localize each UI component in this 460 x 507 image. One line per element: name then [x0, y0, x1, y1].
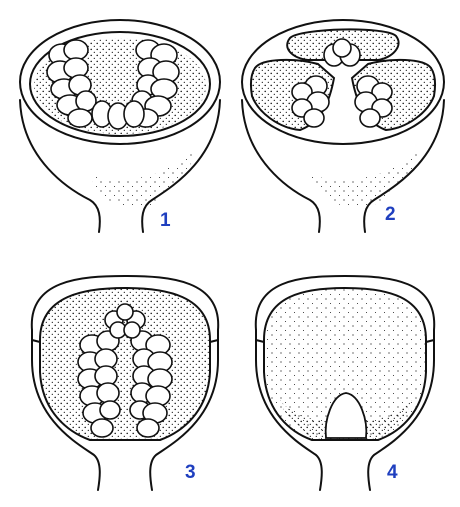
panel-label-2: 2: [385, 204, 396, 225]
ovary-rim-inner: [29, 31, 211, 137]
ovule-cluster-left: [77, 330, 121, 438]
panel-1: [19, 19, 221, 233]
ovary-wall-outer: [254, 274, 436, 491]
body-shading: [90, 150, 195, 208]
ovary-rim-outer: [19, 19, 221, 145]
panel-2: [241, 19, 445, 233]
ovary-wall-outer-left: [255, 329, 323, 491]
ovule-cluster-top: [104, 303, 146, 339]
ovule-cluster-right: [354, 75, 393, 128]
base-shading: [280, 400, 412, 440]
basal-ovule: [324, 392, 368, 439]
ovule-cluster-right: [129, 330, 173, 438]
ovary-wall-inner: [263, 286, 427, 441]
ovary-wall-outer: [30, 274, 220, 491]
ovule-cluster-left: [46, 39, 97, 128]
ovule-cluster-left: [291, 75, 330, 128]
ovule-cluster-right: [131, 39, 180, 128]
panel-label-3: 3: [185, 462, 196, 483]
ovary-rim-outer: [241, 19, 445, 145]
panel-label-1: 1: [160, 210, 171, 231]
ovule-cluster-bottom: [91, 100, 145, 130]
ovary-wall-outer: [19, 99, 101, 233]
panel-4: [254, 274, 436, 491]
panel-label-4: 4: [387, 462, 398, 483]
panel-3: [30, 274, 220, 491]
body-shading: [310, 150, 420, 208]
ovule-cluster-top: [323, 38, 361, 67]
ovary-wall-outer-left: [31, 329, 101, 491]
ovary-wall-outer-left: [241, 99, 321, 233]
